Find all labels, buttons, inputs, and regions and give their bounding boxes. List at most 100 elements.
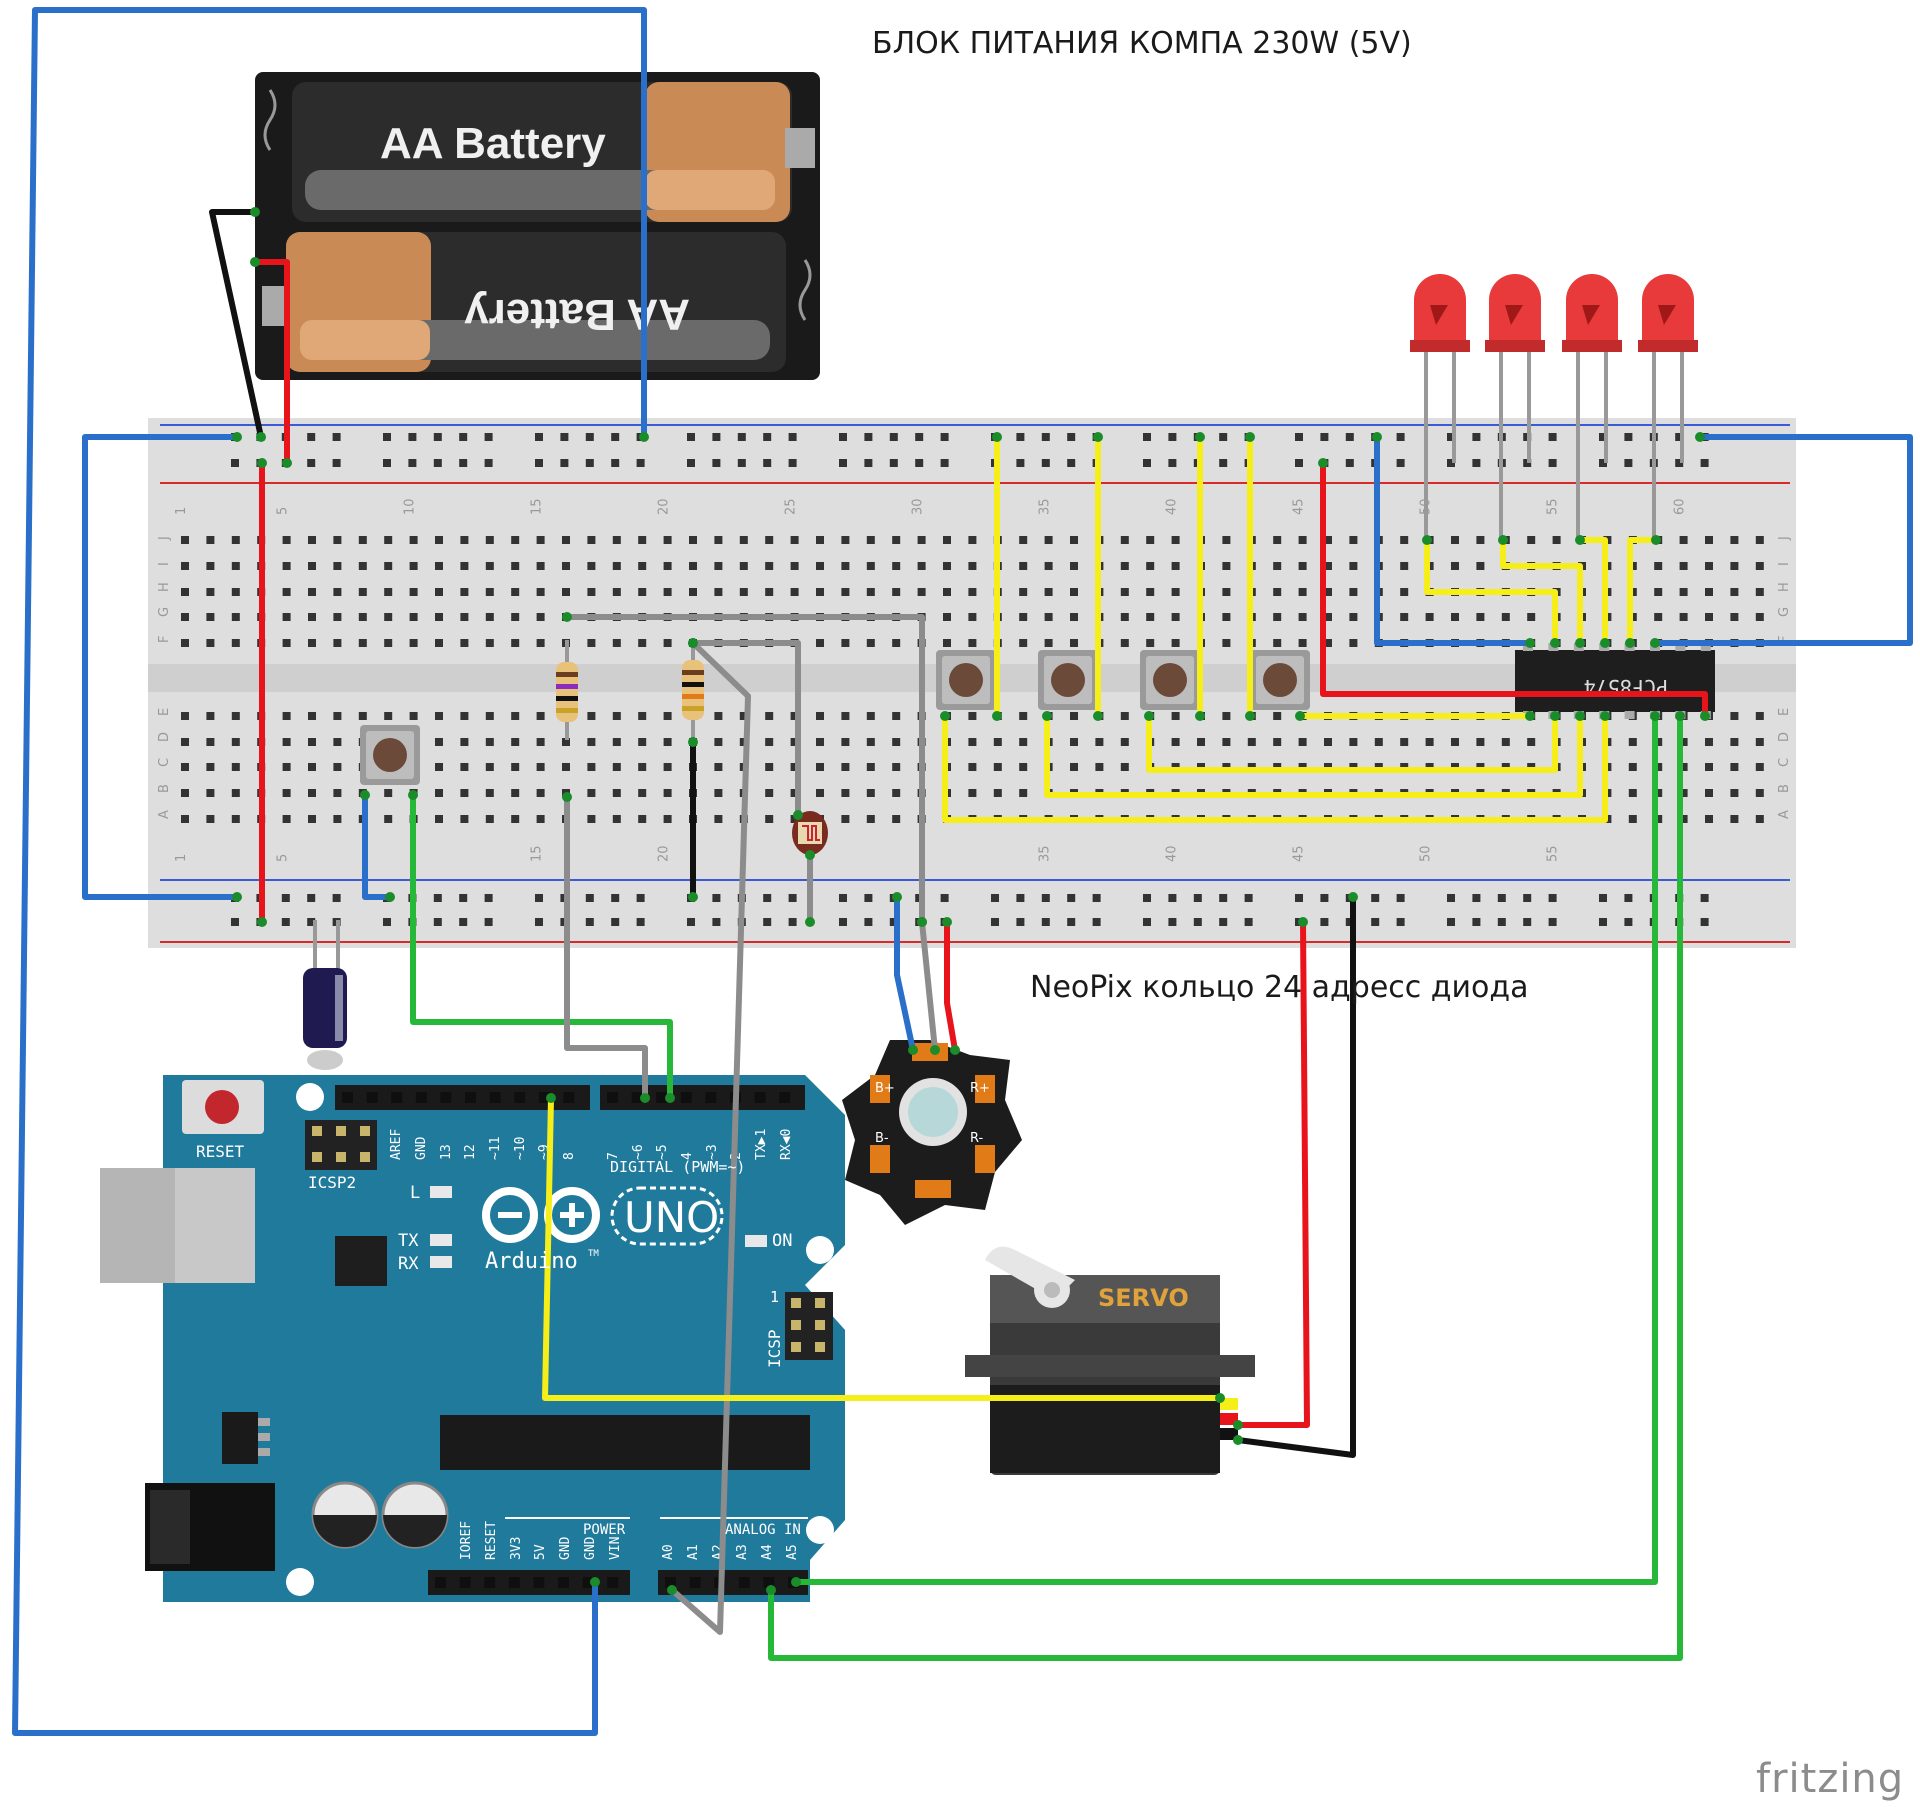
battery-label-top: AA Battery bbox=[380, 119, 606, 168]
digital-pin-label: 4 bbox=[680, 1152, 695, 1160]
analog-pin-label: A0 bbox=[661, 1544, 676, 1560]
photoresistor bbox=[792, 811, 828, 855]
digital-header-right bbox=[600, 1085, 805, 1110]
atmega-chip bbox=[440, 1415, 810, 1470]
wire-gray-ldr-rail bbox=[805, 850, 815, 927]
arduino-model: UNO bbox=[624, 1193, 719, 1242]
wire-yellow-led3 bbox=[1575, 535, 1610, 648]
analog-pin-label: A4 bbox=[760, 1544, 775, 1560]
wire-blue-right-rail bbox=[1650, 432, 1913, 648]
column-number: 5 bbox=[276, 854, 291, 862]
digital-pin-label: ~5 bbox=[655, 1144, 670, 1160]
led-rx-label: RX bbox=[398, 1254, 419, 1274]
wire-black-resistor bbox=[688, 737, 698, 902]
wire-gray-rgb bbox=[917, 917, 940, 1055]
wire-yellow-btn1 bbox=[992, 432, 1002, 721]
push-button bbox=[1038, 650, 1098, 710]
wire-yellow-led2 bbox=[1498, 535, 1585, 648]
wire-gray-ldr bbox=[688, 638, 803, 820]
power-supply-annotation: БЛОК ПИТАНИЯ КОМПА 230W (5V) bbox=[872, 26, 1412, 61]
push-buttons bbox=[360, 650, 1310, 785]
power-pin-label: VIN bbox=[608, 1537, 623, 1560]
power-pin-label: GND bbox=[558, 1536, 573, 1560]
row-letter: F bbox=[1777, 636, 1792, 643]
digital-pin-label: AREF bbox=[389, 1129, 404, 1160]
row-letter: D bbox=[1777, 732, 1792, 742]
wire-yellow-led4 bbox=[1625, 535, 1661, 648]
digital-pin-label: ~10 bbox=[513, 1137, 528, 1160]
wire-green-button-pin5 bbox=[408, 790, 675, 1103]
arduino-brand: Arduino bbox=[485, 1249, 578, 1274]
wire-yellow-btn4 bbox=[1245, 432, 1255, 721]
analog-label: ANALOG IN bbox=[725, 1522, 801, 1538]
wire-blue-ic bbox=[1372, 432, 1535, 648]
row-letter: J bbox=[157, 536, 172, 541]
wire-red-rail-jumper bbox=[257, 458, 267, 927]
column-number: 45 bbox=[1292, 845, 1307, 862]
column-number: 5 bbox=[276, 507, 291, 515]
row-letter: I bbox=[157, 562, 172, 566]
arduino-logo-minus bbox=[482, 1187, 538, 1243]
power-pin-label: 5V bbox=[533, 1544, 548, 1560]
red-led bbox=[1638, 274, 1698, 540]
arduino-labels: RESET ICSP2 DIGITAL (PWM=~) L TX RX ON A… bbox=[196, 1142, 801, 1538]
wire-yellow-btn2 bbox=[1093, 432, 1103, 721]
wire-yellow-low3 bbox=[1144, 711, 1560, 773]
digital-pin-label: RX◀0 bbox=[779, 1129, 794, 1160]
push-button bbox=[1140, 650, 1200, 710]
column-number: 45 bbox=[1292, 498, 1307, 515]
column-number: 35 bbox=[1038, 845, 1053, 862]
digital-pin-label: 12 bbox=[463, 1144, 478, 1160]
column-number: 40 bbox=[1165, 845, 1180, 862]
row-letter: C bbox=[1777, 758, 1792, 767]
arduino-trademark: TM bbox=[588, 1249, 599, 1259]
wire-red-battery bbox=[250, 257, 292, 468]
rgb-led-star bbox=[842, 1040, 1022, 1225]
column-number: 15 bbox=[530, 845, 545, 862]
neopixel-annotation: NeoPix кольцо 24 адресс диода bbox=[1030, 970, 1529, 1005]
wire-red-ic bbox=[1318, 458, 1710, 721]
wire-yellow-low4 bbox=[1295, 711, 1535, 721]
red-leds bbox=[1410, 274, 1698, 540]
row-letter: E bbox=[157, 708, 172, 716]
row-letter: G bbox=[1777, 607, 1792, 617]
row-letter: H bbox=[1777, 582, 1792, 592]
wire-blue-button bbox=[360, 790, 395, 902]
wire-blue-rgb bbox=[892, 892, 918, 1055]
icsp2-label: ICSP2 bbox=[308, 1173, 356, 1192]
led-on-label: ON bbox=[772, 1231, 792, 1251]
reset-label: RESET bbox=[196, 1142, 245, 1161]
rgb-r-plus: R+ bbox=[970, 1081, 990, 1096]
battery-pack: AA Battery AA Battery bbox=[255, 72, 820, 380]
digital-pin-label: 7 bbox=[606, 1152, 621, 1160]
rgb-led-labels: B+ R+ B- R- bbox=[875, 1081, 990, 1146]
digital-pin-label: TX▶1 bbox=[754, 1129, 769, 1160]
row-letter: I bbox=[1777, 562, 1792, 566]
power-pin-label: GND bbox=[583, 1536, 598, 1560]
wire-yellow-low2 bbox=[1042, 711, 1585, 798]
led-tx-label: TX bbox=[398, 1231, 419, 1251]
rgb-b-minus: B- bbox=[875, 1131, 889, 1146]
wire-blue-gnd-outer bbox=[12, 7, 649, 1736]
digital-pin-label: 13 bbox=[439, 1144, 454, 1160]
analog-pin-label: A1 bbox=[686, 1544, 701, 1560]
wire-black-servo bbox=[1233, 892, 1358, 1458]
digital-pin-label: ~3 bbox=[705, 1144, 720, 1160]
row-letter: C bbox=[157, 758, 172, 767]
push-button bbox=[1250, 650, 1310, 710]
reset-button-cap bbox=[205, 1090, 239, 1124]
wire-yellow-btn3 bbox=[1195, 432, 1205, 721]
column-number: 25 bbox=[784, 498, 799, 515]
power-pin-label: 3V3 bbox=[509, 1537, 524, 1560]
column-number: 30 bbox=[911, 498, 926, 515]
digital-pin-label: ~11 bbox=[488, 1137, 503, 1160]
power-label: POWER bbox=[583, 1522, 626, 1538]
row-letter: B bbox=[1777, 784, 1792, 793]
wire-blue-left-rail bbox=[82, 432, 242, 902]
power-pin-label: IOREF bbox=[459, 1521, 474, 1560]
row-letter: E bbox=[1777, 708, 1792, 716]
column-number: 35 bbox=[1038, 498, 1053, 515]
battery-label-bottom: AA Battery bbox=[464, 290, 690, 339]
